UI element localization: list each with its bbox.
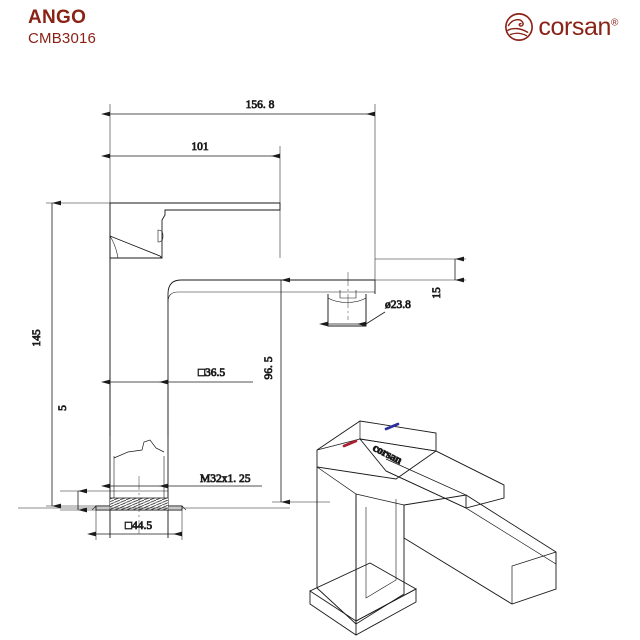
leader-aerator-diameter xyxy=(365,311,386,325)
product-model-name: ANGO xyxy=(28,7,87,28)
iso-body-left-face xyxy=(316,467,357,626)
brand-logo: corsan® xyxy=(504,10,618,44)
wave-circle-logo-icon xyxy=(505,13,534,41)
handle-taper xyxy=(109,235,163,259)
dimlabel-spout-height: 96. 5 xyxy=(263,356,275,379)
iso-body-inner-panel xyxy=(365,499,397,599)
page-header: ANGO CMB3016 corsan® xyxy=(0,0,640,62)
hot-water-indicator xyxy=(342,439,358,448)
dimlabel-spout-reach: 101 xyxy=(191,141,209,153)
iso-handle-brand-text: corsan xyxy=(371,442,405,467)
title-block: ANGO CMB3016 xyxy=(28,8,96,48)
dimlabel-aerator-height: 15 xyxy=(431,287,443,299)
iso-body-right-face xyxy=(355,494,405,625)
product-model-code: CMB3016 xyxy=(28,30,97,47)
dimlabel-body-width: □36.5 xyxy=(198,367,225,379)
dimlabel-base-width: □44.5 xyxy=(125,520,152,532)
body-right-edge-and-spout-top xyxy=(167,279,375,486)
cold-water-indicator xyxy=(384,422,400,431)
threaded-shank xyxy=(109,476,169,538)
dimension-labels: 156. 8 101 145 5 96. 5 15 ø23.8 □36.5 M3… xyxy=(31,99,444,533)
brand-name-text: corsan xyxy=(538,13,612,41)
iso-handle-top-edge xyxy=(359,421,437,452)
iso-handle-front-edge xyxy=(316,438,361,451)
spout-inner-fillet xyxy=(167,291,375,303)
isometric-product-view xyxy=(309,420,557,636)
dimlabel-overall-height: 145 xyxy=(31,329,43,347)
dimlabel-overall-width: 156. 8 xyxy=(246,99,275,111)
iso-base-plate-top xyxy=(309,562,417,622)
iso-spout-tip-face xyxy=(511,551,557,604)
handle-taper-arc xyxy=(109,235,119,259)
dimlabel-aerator-diameter: ø23.8 xyxy=(385,299,411,311)
dimlabel-thread-spec: M32x1. 25 xyxy=(200,473,251,485)
iso-body-top-seam xyxy=(316,466,405,506)
brand-wordmark: corsan® xyxy=(538,14,618,40)
registered-trademark-icon: ® xyxy=(611,17,618,29)
side-elevation-view xyxy=(18,202,376,538)
dimension-lines xyxy=(51,111,464,537)
handle-profile xyxy=(109,202,281,259)
technical-drawing-canvas: corsan 156. 8 101 145 5 96. 5 15 ø23.8 □… xyxy=(18,99,557,636)
cartridge-collar-profile xyxy=(113,439,165,459)
aerator-detail xyxy=(327,272,367,327)
iso-base-plate-front xyxy=(309,591,357,636)
handle-pivot-nub xyxy=(157,229,164,243)
iso-base-plate-side xyxy=(355,588,417,636)
dimlabel-base-thickness: 5 xyxy=(57,405,69,411)
